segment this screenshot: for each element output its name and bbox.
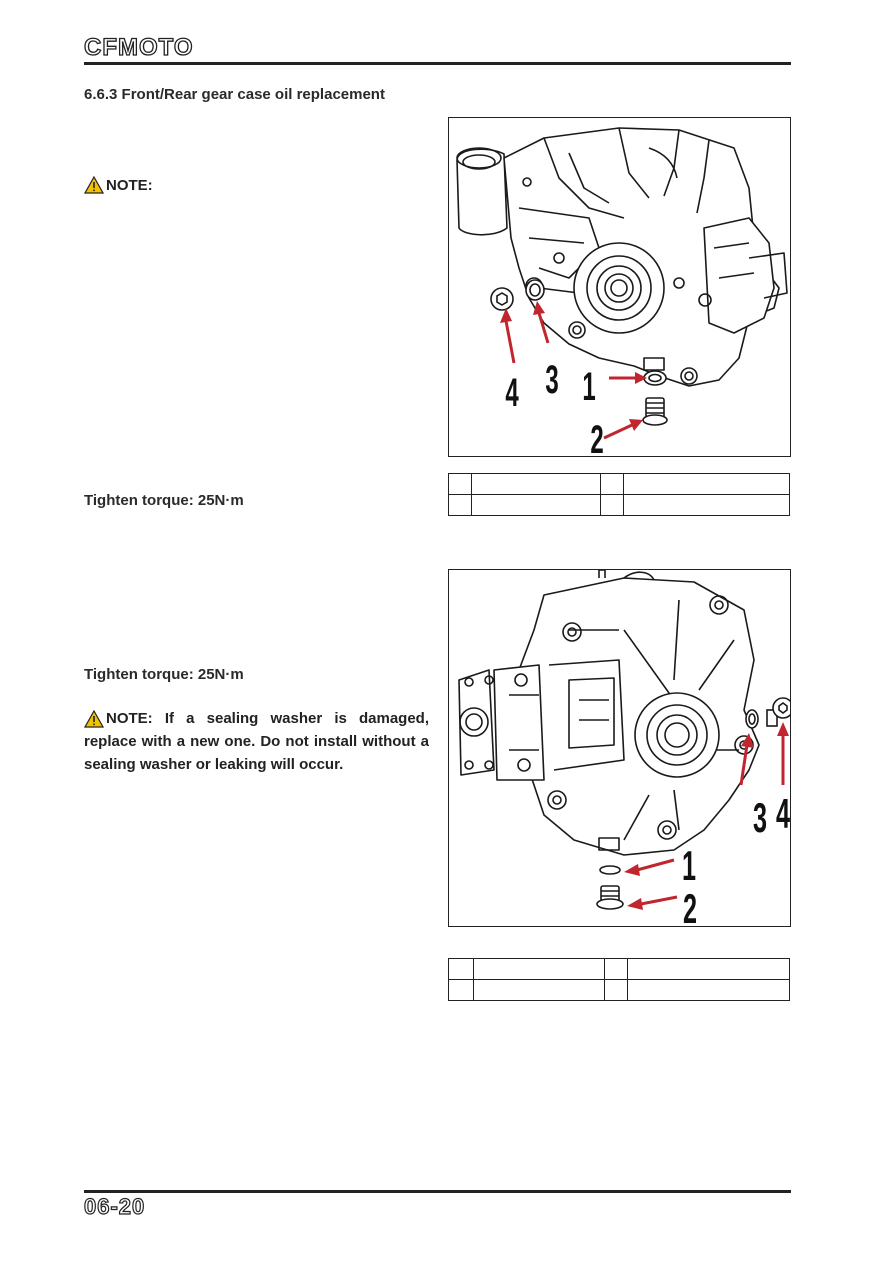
figure2-callout-3: 3 — [753, 796, 767, 842]
table-cell — [448, 494, 472, 516]
table-row — [448, 494, 790, 516]
table-cell — [627, 979, 790, 1001]
brand-logo-text: CFMOTO — [83, 33, 194, 61]
rear-gear-case-figure: 1 2 3 4 — [448, 569, 794, 933]
table-cell — [448, 979, 474, 1001]
warning-icon — [84, 176, 104, 194]
torque-spec-1: Tighten torque: 25N·m — [84, 492, 244, 509]
figure1-callout-1: 1 — [582, 364, 595, 409]
table-row — [448, 473, 790, 495]
table-cell — [471, 494, 601, 516]
header-rule — [84, 62, 791, 65]
note-2-text: If a sealing washer is damaged, replace … — [84, 710, 429, 773]
table-cell — [448, 473, 472, 495]
page-number: 06-20 — [83, 1193, 146, 1219]
table-cell — [448, 958, 474, 980]
table-cell — [473, 958, 605, 980]
section-title: 6.6.3 Front/Rear gear case oil replaceme… — [84, 86, 385, 103]
table-cell — [604, 958, 628, 980]
front-gear-case-illustration: 1 2 3 4 — [456, 127, 788, 461]
table-cell — [600, 494, 624, 516]
table-row — [448, 979, 790, 1001]
parts-table-2 — [448, 958, 790, 1001]
note-1: NOTE: — [84, 176, 153, 194]
figure1-callout-2: 2 — [590, 417, 603, 456]
table-cell — [600, 473, 624, 495]
table-cell — [623, 494, 790, 516]
figure2-callout-2: 2 — [683, 887, 697, 926]
table-cell — [627, 958, 790, 980]
table-cell — [604, 979, 628, 1001]
front-gear-case-figure: 1 2 3 4 — [448, 117, 791, 461]
note-2-label: NOTE: — [106, 710, 153, 727]
table-cell — [623, 473, 790, 495]
note-2: NOTE: If a sealing washer is damaged, re… — [84, 707, 429, 776]
footer-rule — [84, 1190, 791, 1193]
warning-icon — [84, 709, 104, 728]
figure1-callout-3: 3 — [545, 357, 558, 402]
parts-table-1 — [448, 473, 790, 516]
table-row — [448, 958, 790, 980]
note-1-label: NOTE: — [106, 176, 153, 194]
torque-spec-2: Tighten torque: 25N·m — [84, 666, 244, 683]
table-cell — [473, 979, 605, 1001]
table-cell — [471, 473, 601, 495]
figure1-callout-4: 4 — [505, 370, 519, 415]
figure2-callout-4: 4 — [776, 792, 790, 838]
rear-gear-case-illustration: 1 2 3 4 — [458, 569, 794, 933]
figure2-callout-1: 1 — [682, 844, 696, 890]
